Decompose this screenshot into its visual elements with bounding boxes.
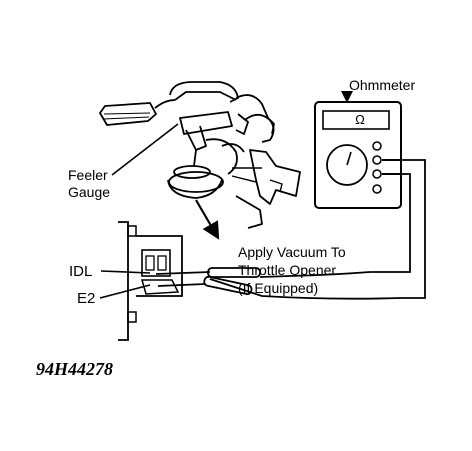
- throttle-opener-rim: [168, 171, 224, 193]
- figure-id: 94H44278: [36, 359, 113, 379]
- ohmmeter-label: Ohmmeter: [349, 77, 415, 93]
- diaphragm-stem: [193, 149, 197, 167]
- sensor-connector: [118, 221, 183, 341]
- housing-right: [235, 94, 269, 119]
- ohmmeter-jack-4: [372, 184, 382, 194]
- ohmmeter-dial-pointer: [346, 151, 352, 166]
- ohmmeter-dial: [326, 144, 368, 186]
- housing-bottom: [235, 195, 263, 229]
- ohmmeter-display: [322, 110, 390, 130]
- ohmmeter-jack-1: [372, 141, 382, 151]
- throttle-lever: [185, 125, 207, 151]
- lead-wire-lower-end: [259, 275, 291, 278]
- ohmmeter: [314, 101, 402, 209]
- shaft-detail: [221, 143, 245, 153]
- sensor-mount-plate: [118, 221, 129, 341]
- connector-housing: [136, 235, 183, 297]
- probe-e2-handle: [203, 275, 253, 296]
- ohmmeter-jack-2: [372, 155, 382, 165]
- ohmmeter-leads: [209, 159, 426, 300]
- connector-lower-body: [141, 279, 180, 295]
- vacuum-label-line1: Apply Vacuum To: [238, 244, 346, 260]
- vacuum-label-line2: Throttle Opener: [238, 262, 336, 278]
- throttle-shaft-curve: [205, 138, 238, 175]
- idl-label: IDL: [69, 263, 92, 280]
- mount-tab-bottom: [127, 311, 137, 323]
- feeler-leader-line: [111, 123, 179, 176]
- e2-label: E2: [77, 290, 95, 307]
- throttle-body: [99, 81, 301, 229]
- e2-leader-line: [99, 284, 151, 299]
- opener-top-ring: [173, 165, 211, 179]
- housing-ribs: [231, 167, 262, 183]
- hatch-line-2: [103, 116, 150, 120]
- connector-pin-1: [145, 255, 155, 271]
- probe-idl-handle: [207, 267, 261, 278]
- test-probes: [155, 267, 261, 296]
- mount-tab-top: [127, 225, 137, 237]
- vacuum-arrow: [195, 199, 220, 240]
- feeler-label-line2: Gauge: [68, 184, 110, 200]
- probe-idl-shaft: [155, 271, 211, 275]
- feeler-gauge-blade: [179, 111, 233, 135]
- throttle-bracket: [249, 149, 301, 205]
- connector-face: [141, 249, 171, 277]
- bracket-slot: [269, 179, 283, 193]
- finger-outline: [154, 99, 176, 109]
- hand-hatching: [99, 102, 157, 126]
- probe-e2-shaft: [157, 283, 206, 287]
- idl-leader-line: [100, 270, 151, 274]
- linkage-nub: [235, 113, 249, 135]
- housing-top: [169, 81, 239, 103]
- housing-rim: [174, 91, 237, 101]
- lead-wire-upper: [209, 159, 426, 300]
- feeler-label-line1: Feeler: [68, 167, 108, 183]
- vacuum-label-line3: (If Equipped): [238, 280, 318, 296]
- hatch-line-1: [103, 112, 151, 115]
- lead-wire-lower: [289, 173, 411, 277]
- ohmmeter-body: [314, 101, 402, 209]
- ohm-symbol: Ω: [355, 112, 365, 127]
- ohmmeter-jack-3: [372, 169, 382, 179]
- connector-pin-2: [157, 255, 167, 271]
- linkage-cam: [244, 114, 275, 135]
